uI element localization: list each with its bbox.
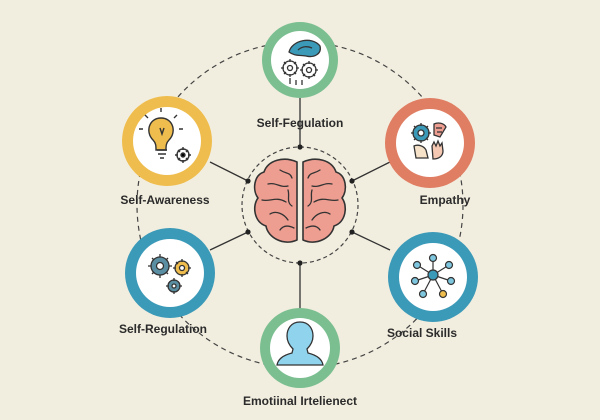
network-icon [410,253,456,299]
node-top-inner [271,31,329,89]
connector-upper-right [351,161,391,182]
connector-dots [245,144,355,266]
connector-lower-right [351,231,391,251]
dot-top [297,144,303,150]
node-top-label: Self-Fegulation [256,116,344,130]
connector-lower-left [209,231,249,251]
node-bottom-label: Emotiinal Irtelienect [242,394,358,408]
dot-upper-left [245,178,251,184]
connectors [209,93,391,318]
hands-gear-icon [411,122,447,160]
dot-bottom [297,260,303,266]
node-top[interactable] [262,22,338,98]
node-upper-right[interactable] [385,98,475,188]
dot-lower-right [349,229,355,235]
node-lower-right[interactable] [388,232,478,322]
node-upper-left[interactable] [122,96,212,186]
node-lower-left-label: Self-Regulation [118,322,208,336]
connector-upper-left [209,161,249,182]
node-lower-left[interactable] [125,228,215,318]
person-icon [276,321,324,366]
node-lower-right-label: Social Skills [386,326,458,340]
node-bottom[interactable] [260,308,340,388]
gears-icon [148,254,191,294]
brain-gears-icon [281,39,321,85]
node-upper-right-label: Empathy [419,193,471,207]
node-lower-left-inner [136,239,204,307]
dot-lower-left [245,229,251,235]
inner-dashed-ring [241,146,359,264]
lightbulb-gear-icon [139,108,191,163]
dot-upper-right [349,178,355,184]
brain-icon [253,158,347,243]
node-upper-left-label: Self-Awareness [120,193,210,207]
node-upper-right-inner [396,109,464,177]
